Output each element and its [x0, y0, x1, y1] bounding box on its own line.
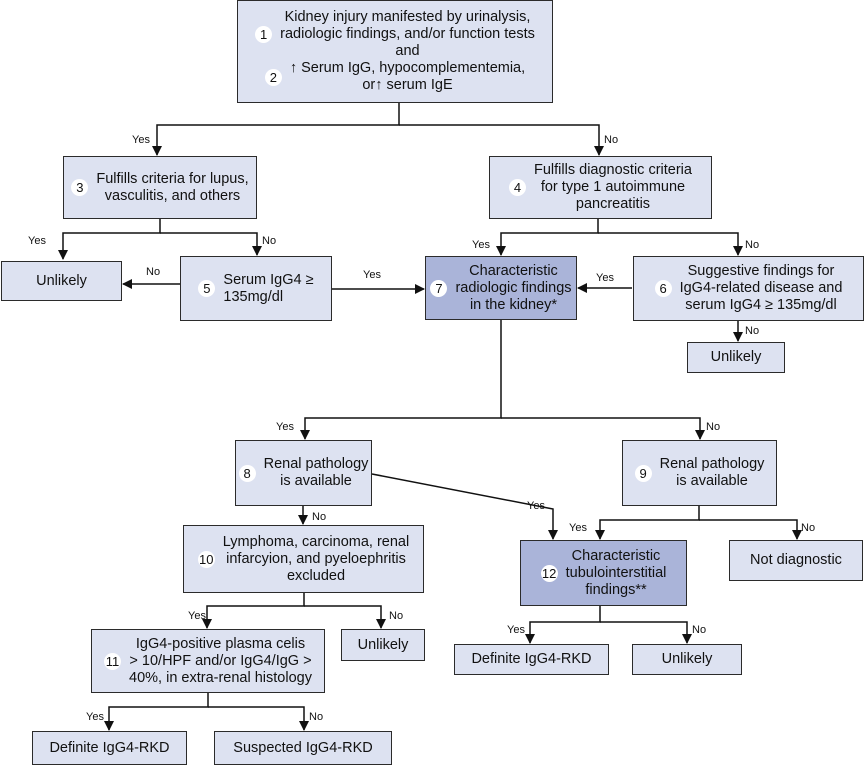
node-9-renal-pathology: 9 Renal pathology is available: [622, 440, 777, 506]
connector: [525, 606, 601, 644]
edge-label-no: No: [604, 134, 619, 146]
edge-label-yes: Yes: [527, 500, 545, 512]
edge-label-yes: Yes: [276, 421, 294, 433]
step-number-6: 6: [654, 280, 672, 297]
connector: [304, 605, 386, 629]
connector: [208, 706, 309, 731]
edge-label-no: No: [706, 421, 721, 433]
connector: [152, 103, 400, 156]
node-suspected-text: Suspected IgG4-RKD: [233, 739, 373, 756]
connector: [399, 124, 604, 156]
connector: [501, 417, 705, 440]
edge-label-yes: Yes: [507, 624, 525, 636]
connector: [202, 593, 305, 629]
edge-label-yes: Yes: [363, 269, 381, 281]
node-3-lupus-criteria: 3 Fulfills criteria for lupus, vasculiti…: [63, 156, 257, 219]
node-definite-after-11-text: Definite IgG4-RKD: [49, 739, 170, 756]
edge-label-no: No: [309, 711, 324, 723]
edge-label-yes: Yes: [132, 134, 150, 146]
node-unlikely-after-10: Unlikely: [341, 629, 425, 661]
edge-label-yes: Yes: [472, 239, 490, 251]
node-5-text: Serum IgG4 ≥ 135mg/dl: [223, 271, 314, 305]
node-unlikely-after-12: Unlikely: [632, 644, 742, 675]
edge-label-yes: Yes: [569, 522, 587, 534]
connector: [160, 232, 262, 256]
edge-label-no: No: [389, 610, 404, 622]
node-suspected: Suspected IgG4-RKD: [214, 731, 392, 765]
node-unlikely-right-text: Unlikely: [710, 349, 762, 365]
edge-label-no: No: [692, 624, 707, 636]
step-number-12: 12: [540, 564, 558, 582]
node-11-text: IgG4-positive plasma celis > 10/HPF and/…: [129, 635, 312, 686]
connector: [496, 219, 599, 256]
connector: [595, 506, 700, 540]
connector: [104, 693, 209, 731]
edge-label-no: No: [262, 235, 277, 247]
node-not-diagnostic-text: Not diagnostic: [750, 552, 842, 568]
connector: [600, 621, 692, 644]
edge-label-no: No: [745, 239, 760, 251]
node-definite-after-12-text: Definite IgG4-RKD: [471, 651, 592, 667]
step-number-10: 10: [197, 550, 215, 568]
node-10-text: Lymphoma, carcinoma, renal infarcyion, a…: [222, 533, 410, 584]
step-number-2: 2: [264, 68, 282, 86]
node-not-diagnostic: Not diagnostic: [729, 540, 863, 581]
node-8-renal-pathology: 8 Renal pathology is available: [235, 440, 372, 506]
node-9-text: Renal pathology is available: [659, 456, 765, 489]
step-number-9: 9: [634, 464, 652, 482]
connector: [58, 219, 161, 260]
edge-label-no: No: [146, 266, 161, 278]
step-number-8: 8: [238, 464, 256, 482]
node-5-serum-igg4: 5 Serum IgG4 ≥ 135mg/dl: [180, 256, 332, 321]
edge-label-yes: Yes: [596, 272, 614, 284]
node-definite-after-11: Definite IgG4-RKD: [32, 731, 187, 765]
node-1-2-kidney-injury: 1 Kidney injury manifested by urinalysis…: [237, 0, 553, 103]
node-12-text: Characteristic tubulointerstitial findin…: [565, 547, 667, 598]
node-7-radiologic-findings: 7 Characteristic radiologic findings in …: [425, 256, 577, 320]
node-unlikely-after-12-text: Unlikely: [661, 651, 713, 667]
connector: [371, 473, 558, 540]
step-number-1: 1: [255, 26, 273, 43]
node-8-text: Renal pathology is available: [263, 456, 369, 489]
node-6-text: Suggestive findings for IgG4-related dis…: [679, 263, 843, 313]
connector: [598, 232, 743, 256]
node-definite-after-12: Definite IgG4-RKD: [454, 644, 609, 675]
node-unlikely-left: Unlikely: [1, 261, 122, 301]
node-4-text: Fulfills diagnostic criteria for type 1 …: [534, 162, 692, 212]
edge-label-no: No: [745, 325, 760, 337]
step-number-7: 7: [430, 279, 448, 297]
edge-label-yes: Yes: [28, 235, 46, 247]
node-12-tubulointerstitial: 12 Characteristic tubulointerstitial fin…: [520, 540, 687, 606]
node-unlikely-after-10-text: Unlikely: [357, 636, 409, 653]
edge-label-yes: Yes: [188, 610, 206, 622]
edge-label-no: No: [801, 522, 816, 534]
node-4-pancreatitis-criteria: 4 Fulfills diagnostic criteria for type …: [489, 156, 712, 219]
node-6-suggestive-findings: 6 Suggestive findings for IgG4-related d…: [633, 256, 864, 321]
node-10-exclusions: 10 Lymphoma, carcinoma, renal infarcyion…: [183, 525, 424, 593]
node-unlikely-right: Unlikely: [687, 342, 785, 373]
connector: [300, 320, 502, 440]
node-11-plasma-cells: 11 IgG4-positive plasma celis > 10/HPF a…: [91, 629, 325, 693]
node-7-text: Characteristic radiologic findings in th…: [455, 262, 572, 313]
connector: [699, 519, 802, 540]
step-number-3: 3: [71, 179, 89, 196]
step-number-5: 5: [198, 280, 216, 297]
step-number-4: 4: [509, 179, 527, 196]
edge-label-no: No: [312, 511, 327, 523]
node-1-text: Kidney injury manifested by urinalysis, …: [280, 9, 535, 59]
node-3-text: Fulfills criteria for lupus, vasculitis,…: [96, 170, 249, 204]
step-number-11: 11: [104, 652, 122, 670]
edge-label-yes: Yes: [86, 711, 104, 723]
node-2-text: ↑ Serum IgG, hypocomplementemia, or↑ ser…: [289, 60, 526, 93]
node-unlikely-left-text: Unlikely: [36, 272, 87, 289]
